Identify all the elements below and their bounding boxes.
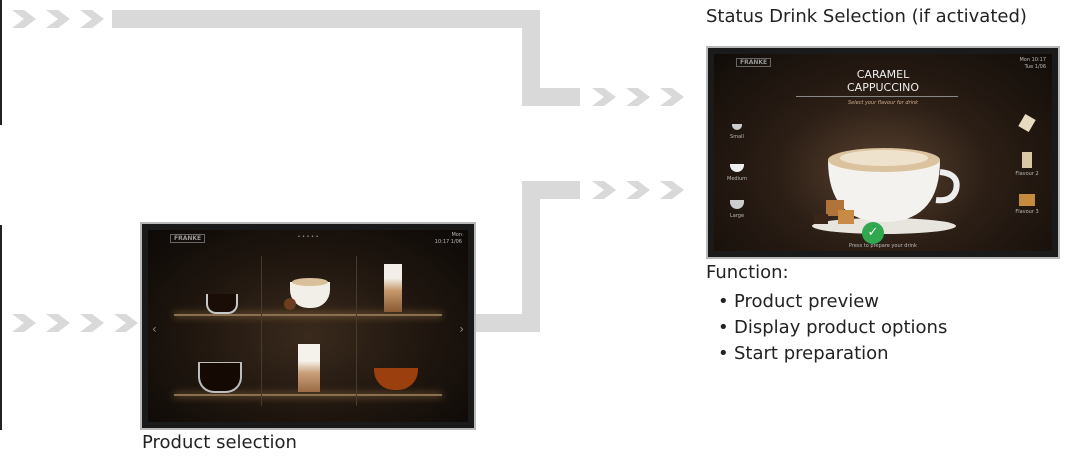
product-tile-tea[interactable] (372, 362, 420, 394)
coffee-cup-icon (198, 362, 242, 393)
product-tile-espresso[interactable] (200, 284, 240, 314)
function-item: Product preview (718, 289, 1077, 315)
tea-cup-icon (374, 368, 418, 390)
left-panel-edge-top (0, 0, 2, 125)
size-label: Small (730, 134, 744, 140)
product-tile-latte-macchiato[interactable] (380, 260, 406, 314)
status-corner-text-2: Tue 1/06 (1024, 64, 1046, 70)
column-divider (356, 256, 357, 406)
chevrons-middle-right (592, 181, 684, 199)
product-screen-background: FRANKE • • • • • Mon 10:17 1/06 ‹ › (148, 230, 468, 422)
cup-medium-icon (730, 164, 744, 172)
title-divider (796, 96, 958, 97)
chevrons-top-right (592, 88, 684, 106)
product-tile-cappuccino[interactable] (284, 274, 340, 314)
function-item: Start preparation (718, 341, 1077, 367)
flavour-option-1[interactable] (1012, 113, 1042, 133)
flavour-bottle-icon (1022, 152, 1032, 168)
left-panel-edge-bottom (0, 225, 2, 430)
status-screen-background: FRANKE Mon 10:17 Tue 1/06 CARAMEL CAPPUC… (714, 54, 1052, 251)
status-drink-selection-title: Status Drink Selection (if activated) (706, 6, 1027, 27)
status-corner-text-1: Mon 10:17 (1019, 57, 1046, 63)
caramel-cubes-icon (1019, 194, 1035, 206)
product-selection-screen: FRANKE • • • • • Mon 10:17 1/06 ‹ › (140, 222, 476, 430)
chevrons-bottom-left (12, 314, 138, 332)
cappuccino-cup-image (812, 148, 960, 234)
size-label: Large (729, 213, 745, 219)
espresso-cup-icon (206, 294, 238, 314)
size-option-large[interactable]: Large (724, 200, 750, 219)
checkmark-icon: ✓ (867, 225, 879, 240)
start-preparation-button[interactable]: ✓ (862, 222, 884, 244)
cup-small-icon (732, 124, 742, 130)
shelf-top (174, 314, 442, 316)
chevrons-top-left (12, 10, 104, 28)
product-brand-logo: FRANKE (170, 234, 206, 243)
product-tile-coffee[interactable] (192, 358, 248, 394)
size-option-medium[interactable]: Medium (724, 164, 750, 182)
product-name: CARAMEL CAPPUCCINO (714, 68, 1052, 94)
function-item: Display product options (718, 315, 1077, 341)
size-label: Medium (727, 176, 747, 182)
bottom-connector-line (472, 181, 580, 332)
cup-large-icon (730, 200, 744, 209)
milk-foam-icon (292, 278, 328, 286)
product-corner-text-2: 10:17 1/06 (434, 239, 462, 245)
flavour-label: Flavour 2 (1015, 171, 1039, 177)
flavour-option-2[interactable]: Flavour 2 (1012, 152, 1042, 177)
product-name-line1: CARAMEL (856, 68, 910, 81)
cappuccino-cup-icon (290, 282, 330, 308)
function-list: Product preview Display product options … (712, 289, 1077, 367)
product-name-line2: CAPPUCCINO (846, 81, 919, 94)
next-page-button[interactable]: › (459, 322, 464, 336)
latte-glass-icon (298, 344, 320, 392)
top-connector-line (112, 10, 580, 106)
flavour-option-3[interactable]: Flavour 3 (1012, 194, 1042, 215)
product-selection-caption: Product selection (142, 432, 297, 453)
status-footer-text: Press to prepare your drink (849, 243, 917, 249)
product-subtitle: Select your flavour for drink (847, 100, 919, 106)
vanilla-flower-icon (1018, 113, 1036, 133)
hazelnut-icon (284, 298, 296, 310)
latte-macchiato-glass-icon (384, 264, 402, 312)
shelf-bottom (174, 394, 442, 396)
size-option-small[interactable]: Small (726, 124, 748, 140)
flavour-label: Flavour 3 (1015, 209, 1039, 215)
column-divider (261, 256, 262, 406)
previous-page-button[interactable]: ‹ (152, 322, 157, 336)
product-corner-text-1: Mon (451, 232, 462, 238)
function-heading: Function: (706, 262, 789, 283)
page-indicator-dots: • • • • • (297, 234, 319, 240)
status-drink-selection-screen: FRANKE Mon 10:17 Tue 1/06 CARAMEL CAPPUC… (706, 46, 1060, 259)
status-brand-logo: FRANKE (736, 58, 772, 67)
product-tile-latte[interactable] (294, 342, 324, 394)
